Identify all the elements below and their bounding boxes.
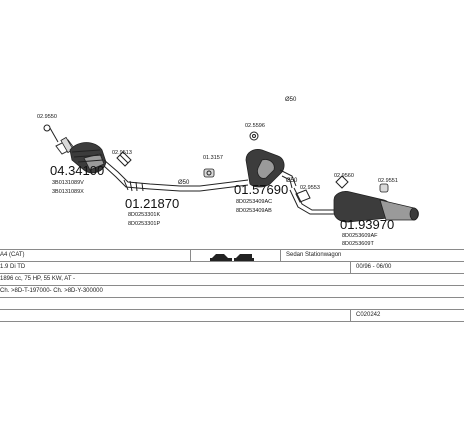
part-code-1b: 3B0131089X — [52, 189, 84, 195]
vehicle-chassis: Ch. >8D-T-197000- Ch. >8D-Y-300000 — [0, 288, 103, 294]
hanger-icon-1 — [203, 168, 215, 178]
part-code-3b: 8D0253409AB — [236, 208, 272, 214]
reference-code: C020242 — [356, 312, 381, 318]
part-code-2a: 8D0253301K — [128, 212, 160, 218]
rear-silencer — [289, 187, 419, 223]
part-clamp-1: 02.9550 — [37, 114, 57, 120]
part-clamp-3: 02.5596 — [245, 123, 265, 129]
vehicle-engine: 1.9 Di TD — [0, 264, 26, 270]
info-row-ref: C020242 — [0, 310, 464, 322]
clamp-icon-3 — [249, 131, 259, 141]
middle-silencer — [199, 149, 297, 192]
sedan-icon — [210, 254, 232, 262]
part-number-2: 01.21870 — [125, 196, 179, 211]
gasket-icon — [116, 151, 132, 167]
flange-clamp-icon — [43, 124, 59, 143]
clamp-icon-4 — [295, 189, 311, 203]
info-row-blank — [0, 298, 464, 310]
part-hanger-2: 02.9560 — [334, 173, 354, 179]
part-code-4b: 8D0253609T — [342, 241, 374, 247]
part-code-4a: 8D0253609AF — [342, 233, 378, 239]
part-code-1a: 3B0131089V — [52, 180, 84, 186]
part-code-3a: 8D0253409AC — [236, 199, 272, 205]
catalytic-converter — [55, 136, 107, 174]
hanger-icon-3 — [379, 183, 389, 193]
diameter-label-3: Ø50 — [285, 97, 297, 103]
vehicle-body: Sedan Stationwagon — [286, 252, 342, 258]
part-hanger-3: 02.9551 — [378, 178, 398, 184]
part-clamp-4: 02.9553 — [300, 185, 320, 191]
part-number-3: 01.57690 — [234, 182, 288, 197]
diameter-label-1: Ø50 — [178, 180, 190, 186]
diameter-label-2: Ø50 — [286, 178, 298, 184]
vehicle-model: A4 (CAT) — [0, 252, 25, 258]
stationwagon-icon — [234, 254, 254, 262]
part-code-2b: 8D0253301P — [128, 221, 160, 227]
info-row-spec: 1896 cc, 75 HP, 55 KW, AT - — [0, 274, 464, 286]
info-row-engine: 1.9 Di TD 00/96 - 06/00 — [0, 262, 464, 274]
part-number-1: 04.34100 — [50, 163, 104, 178]
info-row-chassis: Ch. >8D-T-197000- Ch. >8D-Y-300000 — [0, 286, 464, 298]
part-number-4: 01.93970 — [340, 217, 394, 232]
part-clamp-2: 02.9513 — [112, 150, 132, 156]
vehicle-years: 00/96 - 06/00 — [356, 264, 392, 270]
front-pipe — [103, 159, 200, 192]
hanger-icon-2 — [335, 175, 349, 189]
part-hanger-1: 01.3157 — [203, 155, 223, 161]
vehicle-info-table: A4 (CAT) Sedan Stationwagon 1.9 Di TD 00… — [0, 249, 464, 322]
vehicle-spec: 1896 cc, 75 HP, 55 KW, AT - — [0, 276, 76, 282]
info-row-model: A4 (CAT) Sedan Stationwagon — [0, 249, 464, 262]
